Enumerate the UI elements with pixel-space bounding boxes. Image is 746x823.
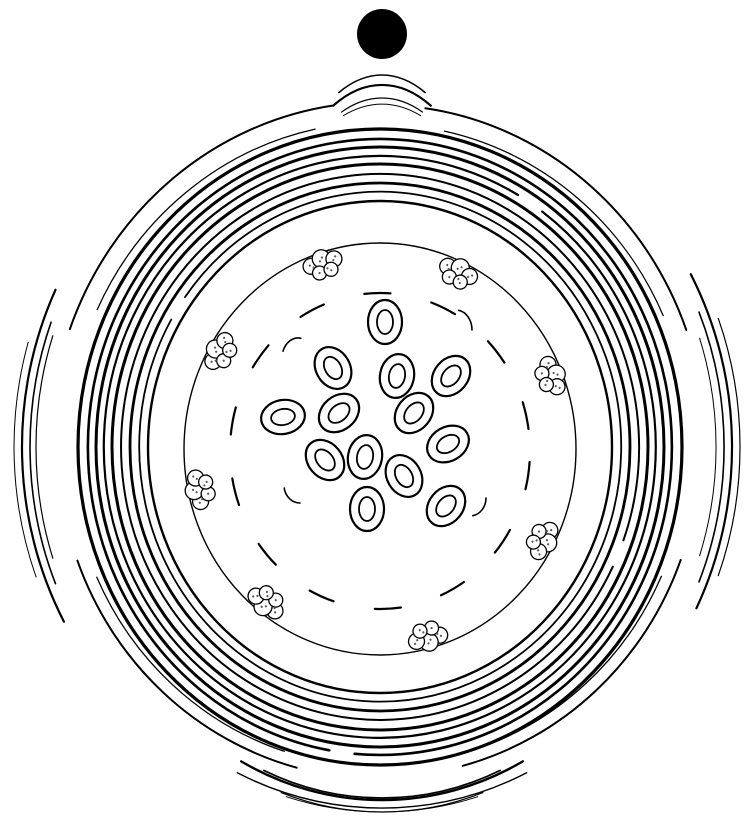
oval-cell-lumen <box>377 310 393 334</box>
oval-cell <box>350 487 384 531</box>
marker-dot <box>357 9 407 59</box>
inner-dash <box>364 293 390 294</box>
oval-cell <box>368 300 402 344</box>
oval-cell-lumen <box>359 497 375 521</box>
